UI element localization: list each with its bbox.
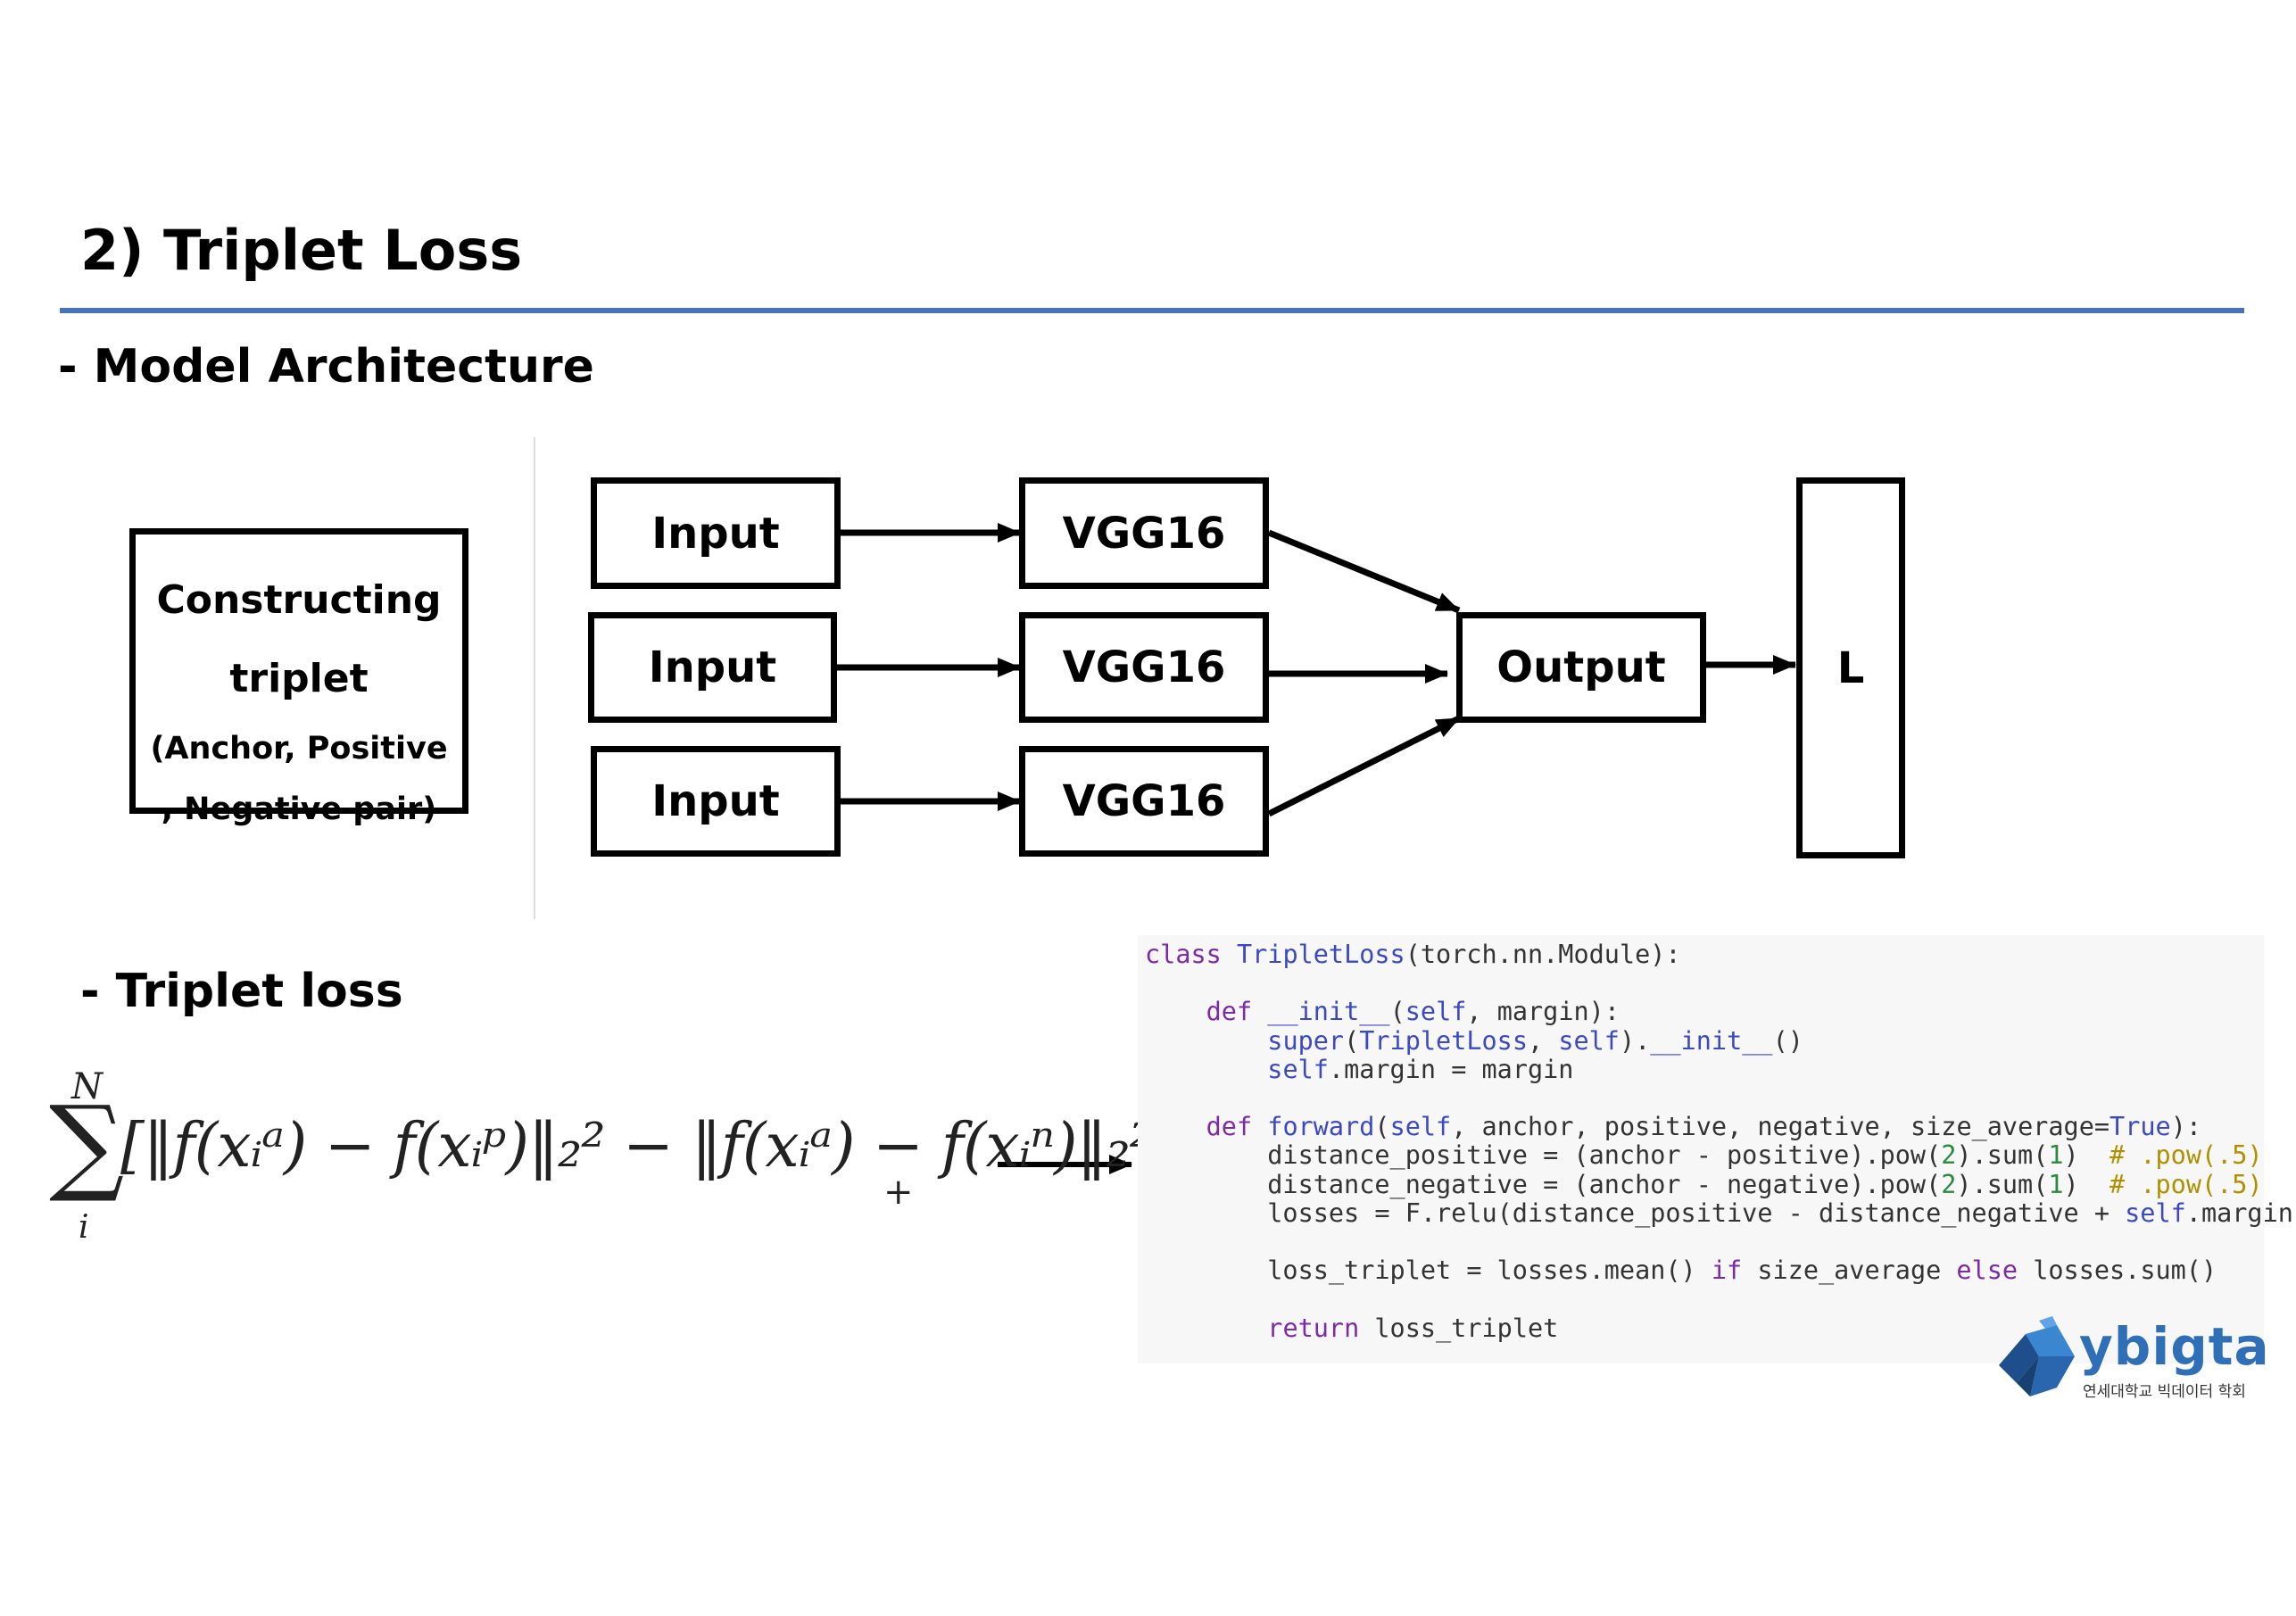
title-underline: [60, 308, 2244, 313]
constructing-box-line3: (Anchor, Positive: [150, 731, 448, 767]
ybigta-logo-mark-icon: [1999, 1316, 2075, 1396]
logo-subtitle: 연세대학교 빅데이터 학회: [2083, 1383, 2246, 1401]
code-line: loss_triplet = losses.mean() if size_ave…: [1145, 1256, 2217, 1286]
constructing-box-line4: , Negative pair): [161, 791, 437, 827]
triplet-loss-formula: N ∑ i [‖f(xᵢᵃ) − f(xᵢᵖ)‖₂² − ‖f(xᵢᵃ) − f…: [49, 1066, 1304, 1254]
vgg16-box-2-label: VGG16: [1062, 642, 1226, 692]
input-box-3: Input: [591, 746, 841, 857]
arrow-vgg1-to-output: [1267, 529, 1461, 614]
code-line: def __init__(self, margin):: [1206, 997, 1620, 1027]
constructing-triplet-box: Constructing triplet (Anchor, Positive ,…: [129, 528, 468, 827]
code-line: distance_negative = (anchor - negative).…: [1145, 1169, 2263, 1199]
summation-lower-index: i: [79, 1209, 89, 1246]
code-snippet-panel: class TripletLoss(torch.nn.Module): def …: [1138, 935, 2296, 1363]
ybigta-logo: ybigta 연세대학교 빅데이터 학회: [1990, 1316, 2269, 1405]
output-box: Output: [1456, 612, 1706, 723]
summation-upper-limit: N: [71, 1066, 103, 1107]
loss-box: L: [1796, 477, 1905, 858]
input-box-2: Input: [588, 612, 837, 723]
page-title: 2) Triplet Loss: [80, 218, 523, 283]
input-box-3-label: Input: [651, 776, 780, 826]
vgg16-box-3: VGG16: [1019, 746, 1269, 857]
code-line: super(TripletLoss, self).__init__(): [1267, 1025, 1803, 1056]
output-box-label: Output: [1496, 642, 1666, 692]
code-block: class TripletLoss(torch.nn.Module): def …: [1145, 940, 2296, 1343]
code-line: def forward(self, anchor, positive, nega…: [1206, 1112, 2202, 1142]
vgg16-box-1-label: VGG16: [1062, 508, 1226, 559]
constructing-box-line1: Constructing: [156, 577, 442, 623]
code-line: self.margin = margin: [1267, 1054, 1574, 1084]
input-box-1: Input: [591, 477, 841, 589]
code-line: losses = F.relu(distance_positive - dist…: [1145, 1197, 2296, 1228]
section-heading-triplet-loss: - Triplet loss: [80, 965, 403, 1018]
code-line: distance_positive = (anchor - positive).…: [1145, 1140, 2263, 1171]
constructing-box-line2: triplet: [229, 656, 369, 701]
input-box-1-label: Input: [651, 508, 780, 559]
code-line: class TripletLoss(torch.nn.Module):: [1145, 940, 1681, 969]
arrow-vgg3-to-output: [1267, 715, 1461, 817]
vgg16-box-1: VGG16: [1019, 477, 1269, 589]
vgg16-box-2: VGG16: [1019, 612, 1269, 723]
summation-symbol: ∑: [49, 1082, 125, 1206]
formula-body: [‖f(xᵢᵃ) − f(xᵢᵖ)‖₂² − ‖f(xᵢᵃ) − f(xᵢⁿ)‖…: [120, 1111, 1304, 1181]
section-heading-model-architecture: - Model Architecture: [58, 340, 594, 394]
vertical-divider: [534, 437, 535, 919]
loss-box-label: L: [1836, 642, 1865, 693]
formula-hinge-subscript: +: [883, 1172, 914, 1213]
input-box-2-label: Input: [648, 642, 777, 692]
vgg16-box-3-label: VGG16: [1062, 776, 1226, 826]
code-line: return loss_triplet: [1267, 1313, 1559, 1343]
logo-wordmark: ybigta: [2079, 1316, 2270, 1377]
